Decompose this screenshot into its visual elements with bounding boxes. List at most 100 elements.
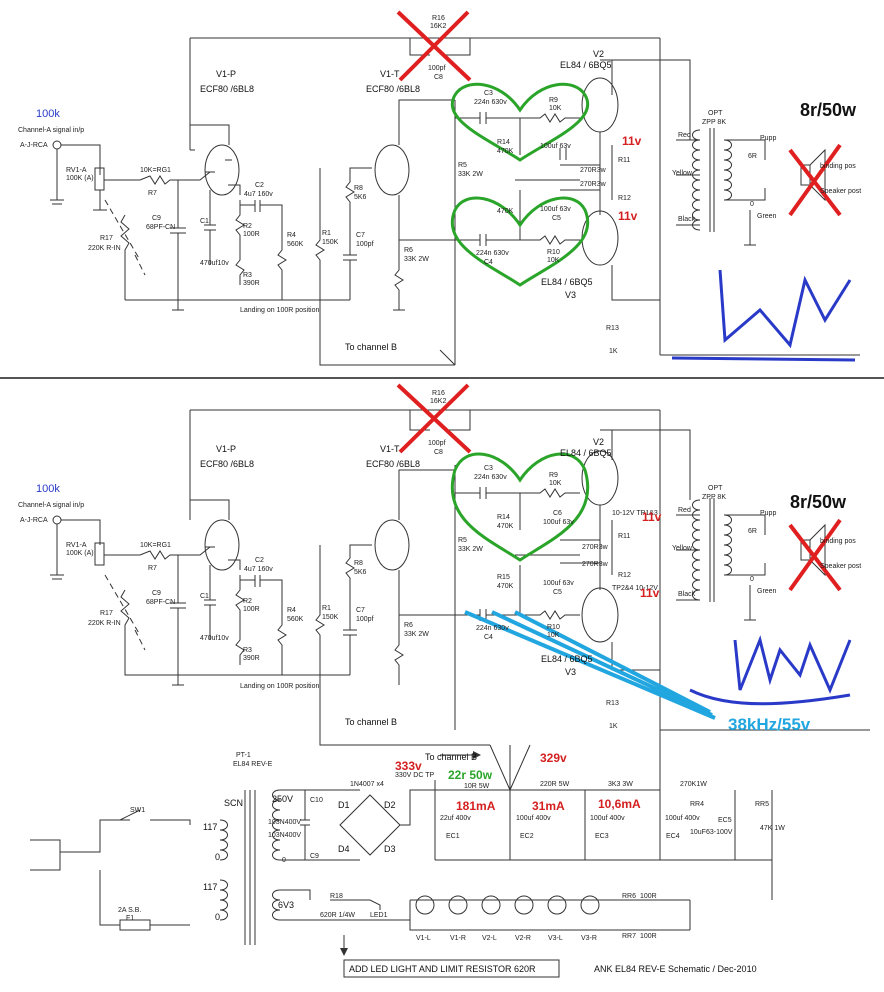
c7-label: C7 [356,232,365,239]
c8-label: C8 [434,74,443,81]
c4-value: 224n 630v [476,250,509,257]
d1-label: D1 [338,800,350,810]
r18-value: 620R 1/4W [320,912,355,919]
blue-pointer-lines [464,610,716,720]
d2-label: D2 [384,800,396,810]
r14-label: R14 [497,514,510,521]
v1p-label: V1-P [216,444,236,454]
tp13-label: 10-12V TP1&3 [612,510,658,517]
r7-value: 10K=RG1 [140,167,171,174]
cathode-voltage-v3: 11v [640,586,660,600]
rv1-label: RV1-A [66,542,87,549]
r4-value: 560K [287,241,304,248]
volume-pot-icon [94,542,105,566]
binding-post-label: binding pos [820,538,856,545]
r10-value: 10K [547,257,560,264]
heater-v2-r-icon [514,895,534,915]
r9-label: R9 [549,472,558,479]
rr6-value: 100R [640,893,657,900]
r6-label: R6 [404,622,413,629]
heater-label: V3-L [548,935,563,942]
opt-label: OPT [708,485,723,492]
resistor-220r: 220R 5W [540,781,570,788]
rr5-label: RR5 [755,801,769,808]
input-label: Channel-A signal in/p [18,127,84,134]
note-box [343,959,560,978]
ec5-value: 10uF63-100V [690,829,733,836]
r1-value: 150K [322,614,339,621]
c6-value: 100uf 63v [540,143,571,150]
v1p-tube-icon [204,519,240,571]
fuse-rating: 2A S.B. [118,907,141,914]
c8-value: 100pf [428,440,446,447]
r16-value: 16K2 [430,398,446,405]
v1t-tube-icon [374,519,410,571]
r11-label: R11 [618,157,630,164]
c2-value: 4u7 160v [244,566,273,573]
to-channel-b-label: To channel B [345,342,397,352]
r6-value: 33K 2W [404,631,429,638]
r13-label: R13 [606,325,619,332]
r16-cross-mark [396,383,472,454]
r8-label: R8 [354,185,363,192]
scn-label: SCN [224,798,243,808]
resistor-270k: 270K1W [680,781,707,788]
r4-value: 560K [287,616,304,623]
pupp-label: Pupp [760,510,776,517]
tap-0-upper: 0 [215,852,220,862]
c10-label: C10 [310,797,323,804]
pt1-type: EL84 REV-E [233,761,273,768]
voltage-333: 333v [395,759,422,773]
tap-0-label: 0 [750,576,754,583]
r5-label: R5 [458,162,467,169]
rr7-value: 100R [640,933,657,940]
tp-label: 330V DC TP [395,772,434,779]
r12-value: 270R3w [582,561,609,568]
landing-note: Landing on 100R position [240,307,320,314]
rr4-label: RR4 [690,801,704,808]
r2-label: R2 [243,223,252,230]
ec3-value: 100uf 400v [590,815,625,822]
v1t-label: V1-T [380,69,400,79]
cathode-voltage-v2: 11v [642,510,662,524]
r7-value: 10K=RG1 [140,542,171,549]
r8-label: R8 [354,560,363,567]
c7-value: 100pf [356,616,374,623]
c9-ps-label: C9 [310,853,319,860]
c7-label: C7 [356,607,365,614]
r3-label: R3 [243,272,252,279]
r5-value: 33K 2W [458,546,483,553]
tap-6r-label: 6R [748,528,757,535]
speaker-cross-mark [788,518,842,592]
heater-v3-r-icon [580,895,600,915]
r17-value: 220K R-IN [88,620,121,627]
c4-label: C4 [484,634,493,641]
r11-value: 270R3w [580,167,607,174]
heater-label: V1-L [416,935,431,942]
c6-value: 100uf 63v [543,519,574,526]
r13-label: R13 [606,700,619,707]
d3-label: D3 [384,844,396,854]
ec3-label: EC3 [595,833,609,840]
r1-label: R1 [322,230,331,237]
opt-type: ZPP 8K [702,494,726,501]
c5-label: C5 [552,215,561,222]
r12-label: R12 [618,572,631,579]
green-heart-mark [451,196,589,287]
tap-0-lower: 0 [215,912,220,922]
v1t-type: ECF80 /6BL8 [366,84,420,94]
resistor-3k3: 3K3 3W [608,781,633,788]
r13-value: 1K [609,723,618,730]
v3-label: V3 [565,667,576,677]
r16-cross-mark [396,10,472,82]
wire-yellow-label: Yellow [672,170,693,177]
c3-value: 224n 630v [474,99,507,106]
r2-value: 100R [243,606,260,613]
wire-black-label: Black [678,216,696,223]
wire-green-label: Green [757,213,777,220]
v3-label: V3 [565,290,576,300]
speaker-cross-mark [788,143,842,217]
r16-label: R16 [432,390,445,397]
current-31ma: 31mA [532,799,565,813]
ec2-value: 100uf 400v [516,815,551,822]
